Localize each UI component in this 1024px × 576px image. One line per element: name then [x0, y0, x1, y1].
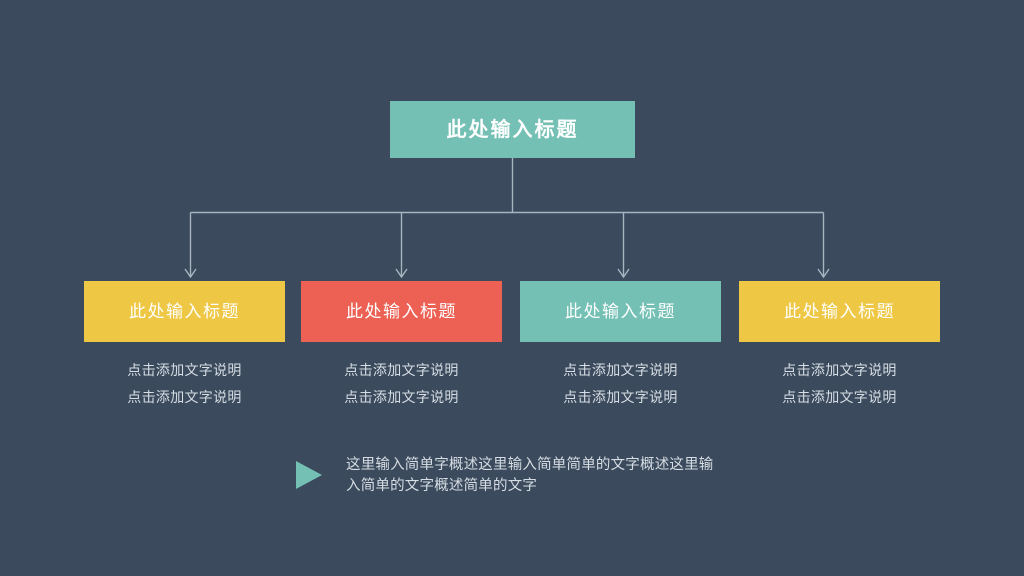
node-box-3[interactable]: 此处输入标题 [520, 281, 721, 342]
node-captions-2: 点击添加文字说明 点击添加文字说明 [301, 357, 502, 411]
node-box-4-label: 此处输入标题 [784, 302, 895, 321]
node-box-3-label: 此处输入标题 [565, 302, 676, 321]
node-box-2[interactable]: 此处输入标题 [301, 281, 502, 342]
title-box-label: 此处输入标题 [446, 118, 579, 141]
caption-line[interactable]: 点击添加文字说明 [127, 389, 242, 405]
node-box-1-label: 此处输入标题 [129, 302, 240, 321]
node-box-1[interactable]: 此处输入标题 [84, 281, 285, 342]
title-box[interactable]: 此处输入标题 [390, 101, 635, 158]
down-arrow-icon-3 [817, 268, 830, 279]
node-captions-3: 点击添加文字说明 点击添加文字说明 [520, 357, 721, 411]
footer-note: 这里输入简单字概述这里输入简单简单的文字概述这里输入简单的文字概述简单的文字 [296, 455, 726, 497]
caption-line[interactable]: 点击添加文字说明 [344, 362, 459, 378]
node-captions-1: 点击添加文字说明 点击添加文字说明 [84, 357, 285, 411]
down-arrow-icon-2 [617, 268, 630, 279]
footer-note-text[interactable]: 这里输入简单字概述这里输入简单简单的文字概述这里输入简单的文字概述简单的文字 [346, 457, 714, 494]
caption-line[interactable]: 点击添加文字说明 [782, 389, 897, 405]
down-arrow-icon-0 [184, 268, 197, 279]
triangle-right-icon [296, 461, 322, 489]
node-captions-4: 点击添加文字说明 点击添加文字说明 [739, 357, 940, 411]
caption-line[interactable]: 点击添加文字说明 [563, 389, 678, 405]
caption-line[interactable]: 点击添加文字说明 [782, 362, 897, 378]
caption-line[interactable]: 点击添加文字说明 [127, 362, 242, 378]
node-box-4[interactable]: 此处输入标题 [739, 281, 940, 342]
node-box-2-label: 此处输入标题 [346, 302, 457, 321]
caption-line[interactable]: 点击添加文字说明 [563, 362, 678, 378]
caption-line[interactable]: 点击添加文字说明 [344, 389, 459, 405]
down-arrow-icon-1 [395, 268, 408, 279]
